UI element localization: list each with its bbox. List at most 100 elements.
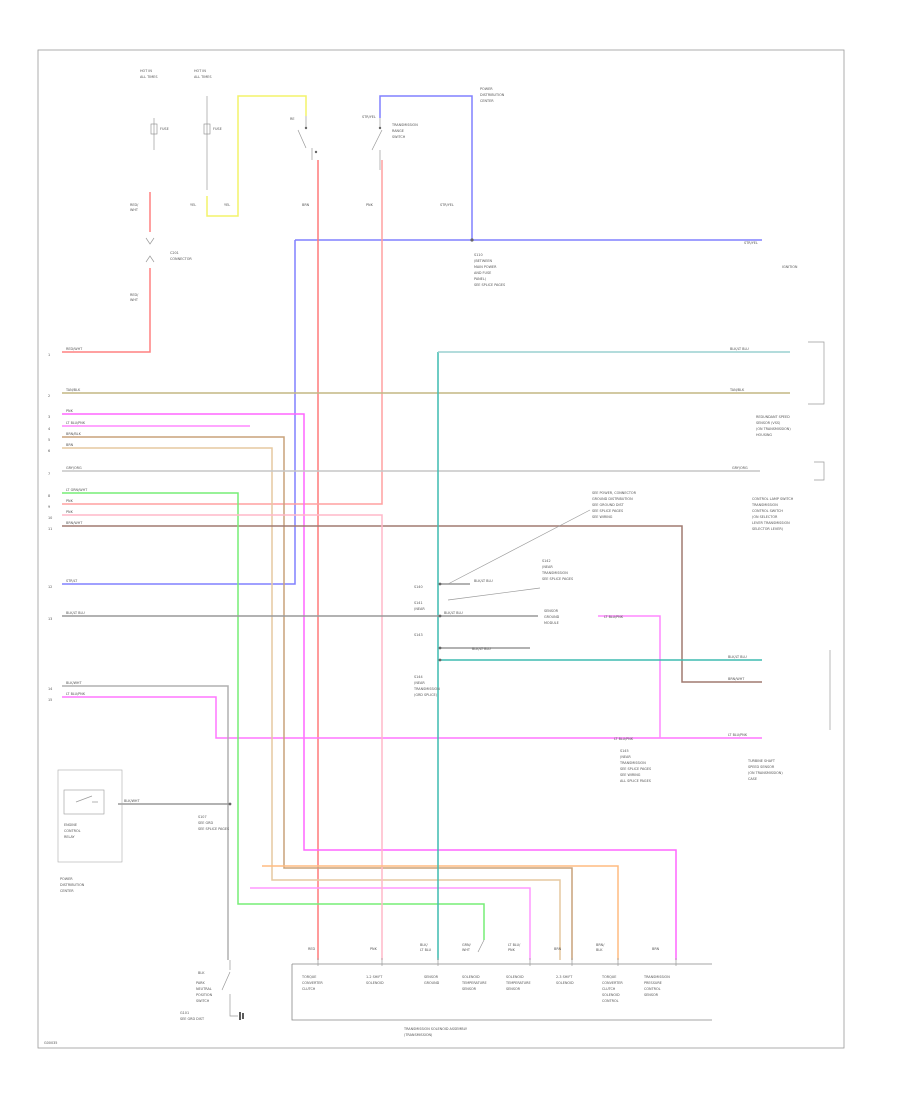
svg-text:FUSE: FUSE — [213, 127, 222, 131]
svg-text:(ON SELECTOR: (ON SELECTOR — [752, 515, 778, 519]
svg-text:TRANSMISSION: TRANSMISSION — [643, 975, 670, 979]
svg-text:RED: RED — [308, 947, 315, 951]
svg-text:RED/: RED/ — [130, 203, 139, 207]
svg-text:GRY/ORG: GRY/ORG — [732, 466, 748, 470]
svg-text:BRN: BRN — [66, 443, 74, 447]
svg-text:(NEAR: (NEAR — [414, 681, 425, 685]
svg-text:YEL: YEL — [224, 203, 230, 207]
svg-text:SWITCH: SWITCH — [196, 999, 210, 1003]
svg-text:S145: S145 — [620, 749, 629, 753]
svg-text:CONVERTER: CONVERTER — [302, 981, 323, 985]
right-connectors: BLK/LT BLU TAN/BLK REDUNDANT SPEED SENSO… — [728, 341, 831, 781]
svg-text:2: 2 — [48, 394, 50, 398]
blue-wire-group — [62, 95, 762, 585]
svg-text:AND FUSE: AND FUSE — [474, 271, 491, 275]
svg-text:SEE SPLICE PAGES: SEE SPLICE PAGES — [198, 827, 229, 831]
pin-ticks — [317, 939, 677, 966]
svg-text:BRN/WHT: BRN/WHT — [66, 521, 83, 525]
lower-left-relay: ENGINE CONTROL RELAY POWER DISTRIBUTION … — [57, 769, 232, 893]
pink-wire — [62, 514, 383, 960]
svg-text:(NEAR: (NEAR — [542, 565, 553, 569]
svg-text:SEE GRD: SEE GRD — [198, 821, 213, 825]
svg-text:S110: S110 — [474, 253, 483, 257]
svg-text:(ON TRANSMISSION): (ON TRANSMISSION) — [756, 427, 791, 431]
svg-text:2-3 SHIFT: 2-3 SHIFT — [556, 975, 573, 979]
green-wire — [62, 492, 485, 940]
svg-text:STR/YEL: STR/YEL — [440, 203, 454, 207]
svg-text:WHT: WHT — [130, 298, 139, 302]
svg-text:S141: S141 — [414, 601, 423, 605]
svg-text:C201: C201 — [170, 251, 179, 255]
red-wire-pcm-row — [62, 160, 383, 505]
svg-text:CLUTCH: CLUTCH — [602, 987, 616, 991]
svg-text:DISTRIBUTION: DISTRIBUTION — [480, 93, 505, 97]
svg-text:(NEAR: (NEAR — [414, 607, 425, 611]
svg-text:LT GRN/WHT: LT GRN/WHT — [66, 488, 88, 492]
svg-text:BLK: BLK — [596, 948, 603, 952]
svg-text:PNK: PNK — [66, 409, 74, 413]
black-wire-group — [62, 583, 538, 805]
svg-text:TAN/BLK: TAN/BLK — [65, 388, 81, 392]
svg-text:BLK/LT BLU: BLK/LT BLU — [730, 347, 749, 351]
svg-text:RANGE: RANGE — [392, 129, 404, 133]
svg-text:ALL SPLICE PAGES: ALL SPLICE PAGES — [620, 779, 651, 783]
svg-text:SEE SPLICE PAGES: SEE SPLICE PAGES — [592, 509, 623, 513]
svg-text:BLK/LT BLU: BLK/LT BLU — [728, 655, 747, 659]
svg-text:SENSOR: SENSOR — [462, 987, 477, 991]
svg-text:RE: RE — [290, 117, 295, 121]
svg-text:BLK/WHT: BLK/WHT — [124, 799, 140, 803]
svg-text:MAIN POWER: MAIN POWER — [474, 265, 497, 269]
svg-text:BRN/: BRN/ — [596, 943, 605, 947]
svg-text:TEMPERATURE: TEMPERATURE — [505, 981, 531, 985]
svg-text:RED/: RED/ — [130, 293, 139, 297]
svg-text:(TRANSMISSION): (TRANSMISSION) — [404, 1033, 433, 1037]
magenta-wire-group — [62, 413, 762, 960]
svg-text:LT BLU/PNK: LT BLU/PNK — [604, 615, 624, 619]
svg-text:TRANSMISSION: TRANSMISSION — [619, 761, 646, 765]
svg-text:14: 14 — [48, 687, 52, 691]
svg-text:LT BLU/PNK: LT BLU/PNK — [66, 692, 86, 696]
svg-text:TRANSMISSION: TRANSMISSION — [541, 571, 568, 575]
svg-text:STR/YEL: STR/YEL — [744, 241, 758, 245]
svg-text:POWER: POWER — [60, 877, 73, 881]
svg-text:SOLENOID: SOLENOID — [556, 981, 574, 985]
svg-text:SELECTOR LEVER): SELECTOR LEVER) — [752, 527, 784, 531]
svg-text:TURBINE SHAFT: TURBINE SHAFT — [747, 759, 776, 763]
svg-text:SENSOR: SENSOR — [644, 993, 659, 997]
svg-text:SOLENOID: SOLENOID — [506, 975, 524, 979]
svg-text:YEL: YEL — [190, 203, 196, 207]
relay-switch-icon: RE BRN STR/YEL TRANSMISSION RANGE SWITCH… — [290, 87, 505, 207]
svg-text:HOUSING: HOUSING — [756, 433, 772, 437]
svg-text:BRN/BLK: BRN/BLK — [66, 432, 82, 436]
svg-text:ALL TIMES: ALL TIMES — [194, 75, 211, 79]
svg-text:LT BLU/PNK: LT BLU/PNK — [614, 737, 634, 741]
svg-text:6: 6 — [48, 449, 50, 453]
svg-text:CLUTCH: CLUTCH — [302, 987, 316, 991]
svg-text:12: 12 — [48, 585, 52, 589]
splice-icon: S110 (BETWEEN MAIN POWER AND FUSE PANEL)… — [470, 238, 798, 287]
svg-text:SEE POWER, CONNECTOR: SEE POWER, CONNECTOR — [592, 491, 637, 495]
svg-text:TEMPERATURE: TEMPERATURE — [461, 981, 487, 985]
svg-text:PNK: PNK — [370, 947, 378, 951]
svg-text:S143: S143 — [414, 633, 423, 637]
svg-text:S142: S142 — [542, 559, 551, 563]
svg-text:S144: S144 — [414, 675, 423, 679]
svg-text:SEE GROUND DIST: SEE GROUND DIST — [592, 503, 625, 507]
svg-text:TRANSMISSION: TRANSMISSION — [751, 503, 778, 507]
svg-text:15: 15 — [48, 698, 52, 702]
svg-text:SEE GRD DIST: SEE GRD DIST — [180, 1017, 205, 1021]
svg-text:PNK: PNK — [66, 499, 74, 503]
svg-text:9: 9 — [48, 505, 50, 509]
svg-text:DISTRIBUTION: DISTRIBUTION — [60, 883, 85, 887]
svg-text:8: 8 — [48, 494, 50, 498]
ground-icon: BLK PARK NEUTRAL POSITION SWITCH G101 SE… — [180, 960, 244, 1021]
svg-text:LT BLU/PNK: LT BLU/PNK — [66, 421, 86, 425]
svg-text:1-2 SHIFT: 1-2 SHIFT — [366, 975, 383, 979]
svg-text:CONTROL: CONTROL — [644, 987, 661, 991]
svg-text:POWER: POWER — [480, 87, 493, 91]
svg-text:SEE SPLICE PAGES: SEE SPLICE PAGES — [542, 577, 573, 581]
svg-text:(BETWEEN: (BETWEEN — [474, 259, 492, 263]
svg-text:LT BLU: LT BLU — [420, 948, 432, 952]
